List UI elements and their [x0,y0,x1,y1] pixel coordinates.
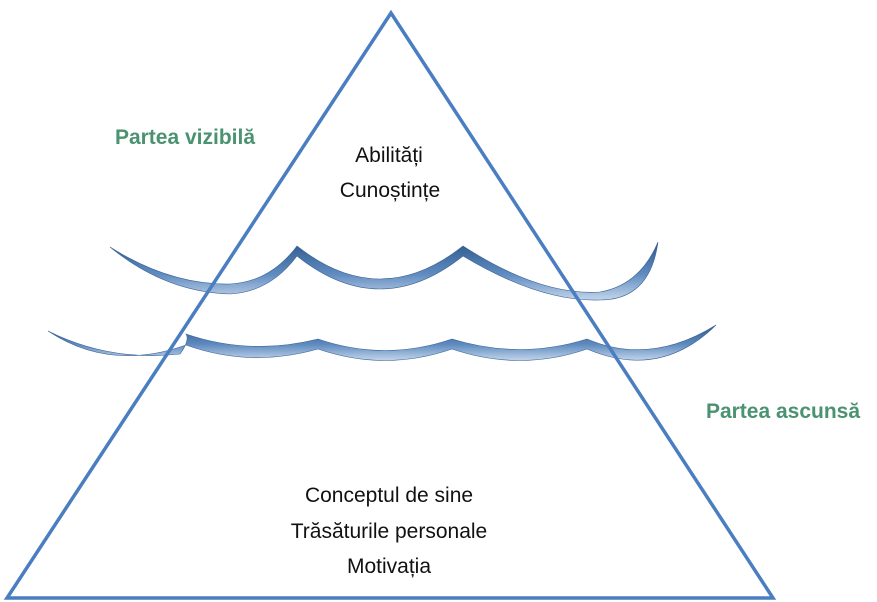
lower-wave [47,324,717,361]
top-section-line-2: Cunoștințe [340,179,440,202]
iceberg-triangle [3,9,777,600]
top-section-line-1: Abilități [355,144,423,167]
bottom-section-line-2: Trăsăturile personale [291,520,488,543]
hidden-part-label: Partea ascunsă [706,400,860,423]
bottom-section-line-1: Conceptul de sine [305,484,473,507]
visible-part-label: Partea vizibilă [115,126,255,149]
bottom-section-line-3: Motivația [347,555,431,578]
upper-wave [109,241,659,301]
